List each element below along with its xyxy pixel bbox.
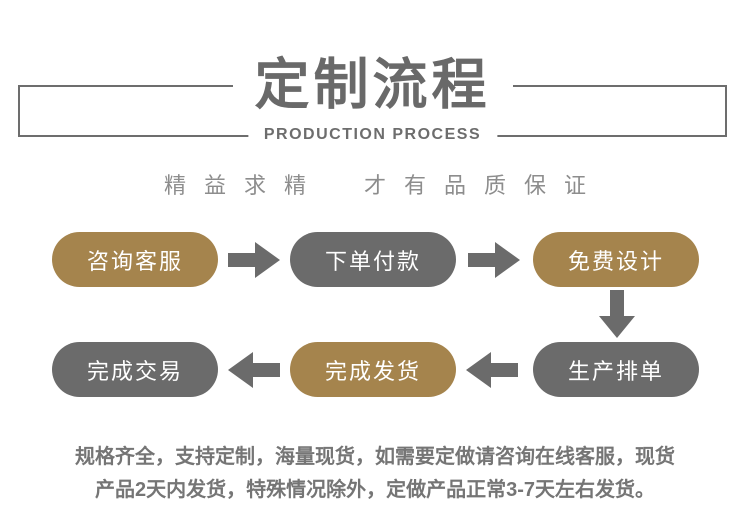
flow-step-complete-transaction: 完成交易 (52, 342, 218, 397)
flow-step-place-order: 下单付款 (290, 232, 456, 287)
page-title: 定制流程 (232, 53, 513, 117)
arrow-down-icon (597, 290, 637, 338)
footer-note-line2: 产品2天内发货，特殊情况除外，定做产品正常3-7天左右发货。 (94, 479, 656, 501)
flow-step-label: 咨询客服 (86, 248, 183, 274)
flow-step-consult-service: 咨询客服 (52, 232, 218, 287)
page-subtitle: PRODUCTION PROCESS (247, 126, 498, 144)
flow-step-label: 免费设计 (567, 248, 664, 274)
flow-step-free-design: 免费设计 (533, 232, 699, 287)
title-frame: 定制流程 PRODUCTION PROCESS (18, 53, 727, 144)
arrow-right-icon (468, 240, 520, 280)
flow-step-production-schedule: 生产排单 (533, 342, 699, 397)
flow-step-complete-shipment: 完成发货 (290, 342, 456, 397)
flow-step-label: 生产排单 (567, 358, 664, 384)
flow-step-label: 完成交易 (86, 358, 183, 384)
footer-note: 规格齐全，支持定制，海量现货，如需要定做请咨询在线客服，现货 产品2天内发货，特… (0, 441, 750, 507)
tagline: 精益求精 才有品质保证 (163, 173, 604, 198)
flow-step-label: 完成发货 (324, 358, 421, 384)
flow-step-label: 下单付款 (324, 248, 421, 274)
arrow-left-icon (466, 350, 518, 390)
footer-note-line1: 规格齐全，支持定制，海量现货，如需要定做请咨询在线客服，现货 (75, 446, 675, 468)
arrow-left-icon (228, 350, 280, 390)
arrow-right-icon (228, 240, 280, 280)
